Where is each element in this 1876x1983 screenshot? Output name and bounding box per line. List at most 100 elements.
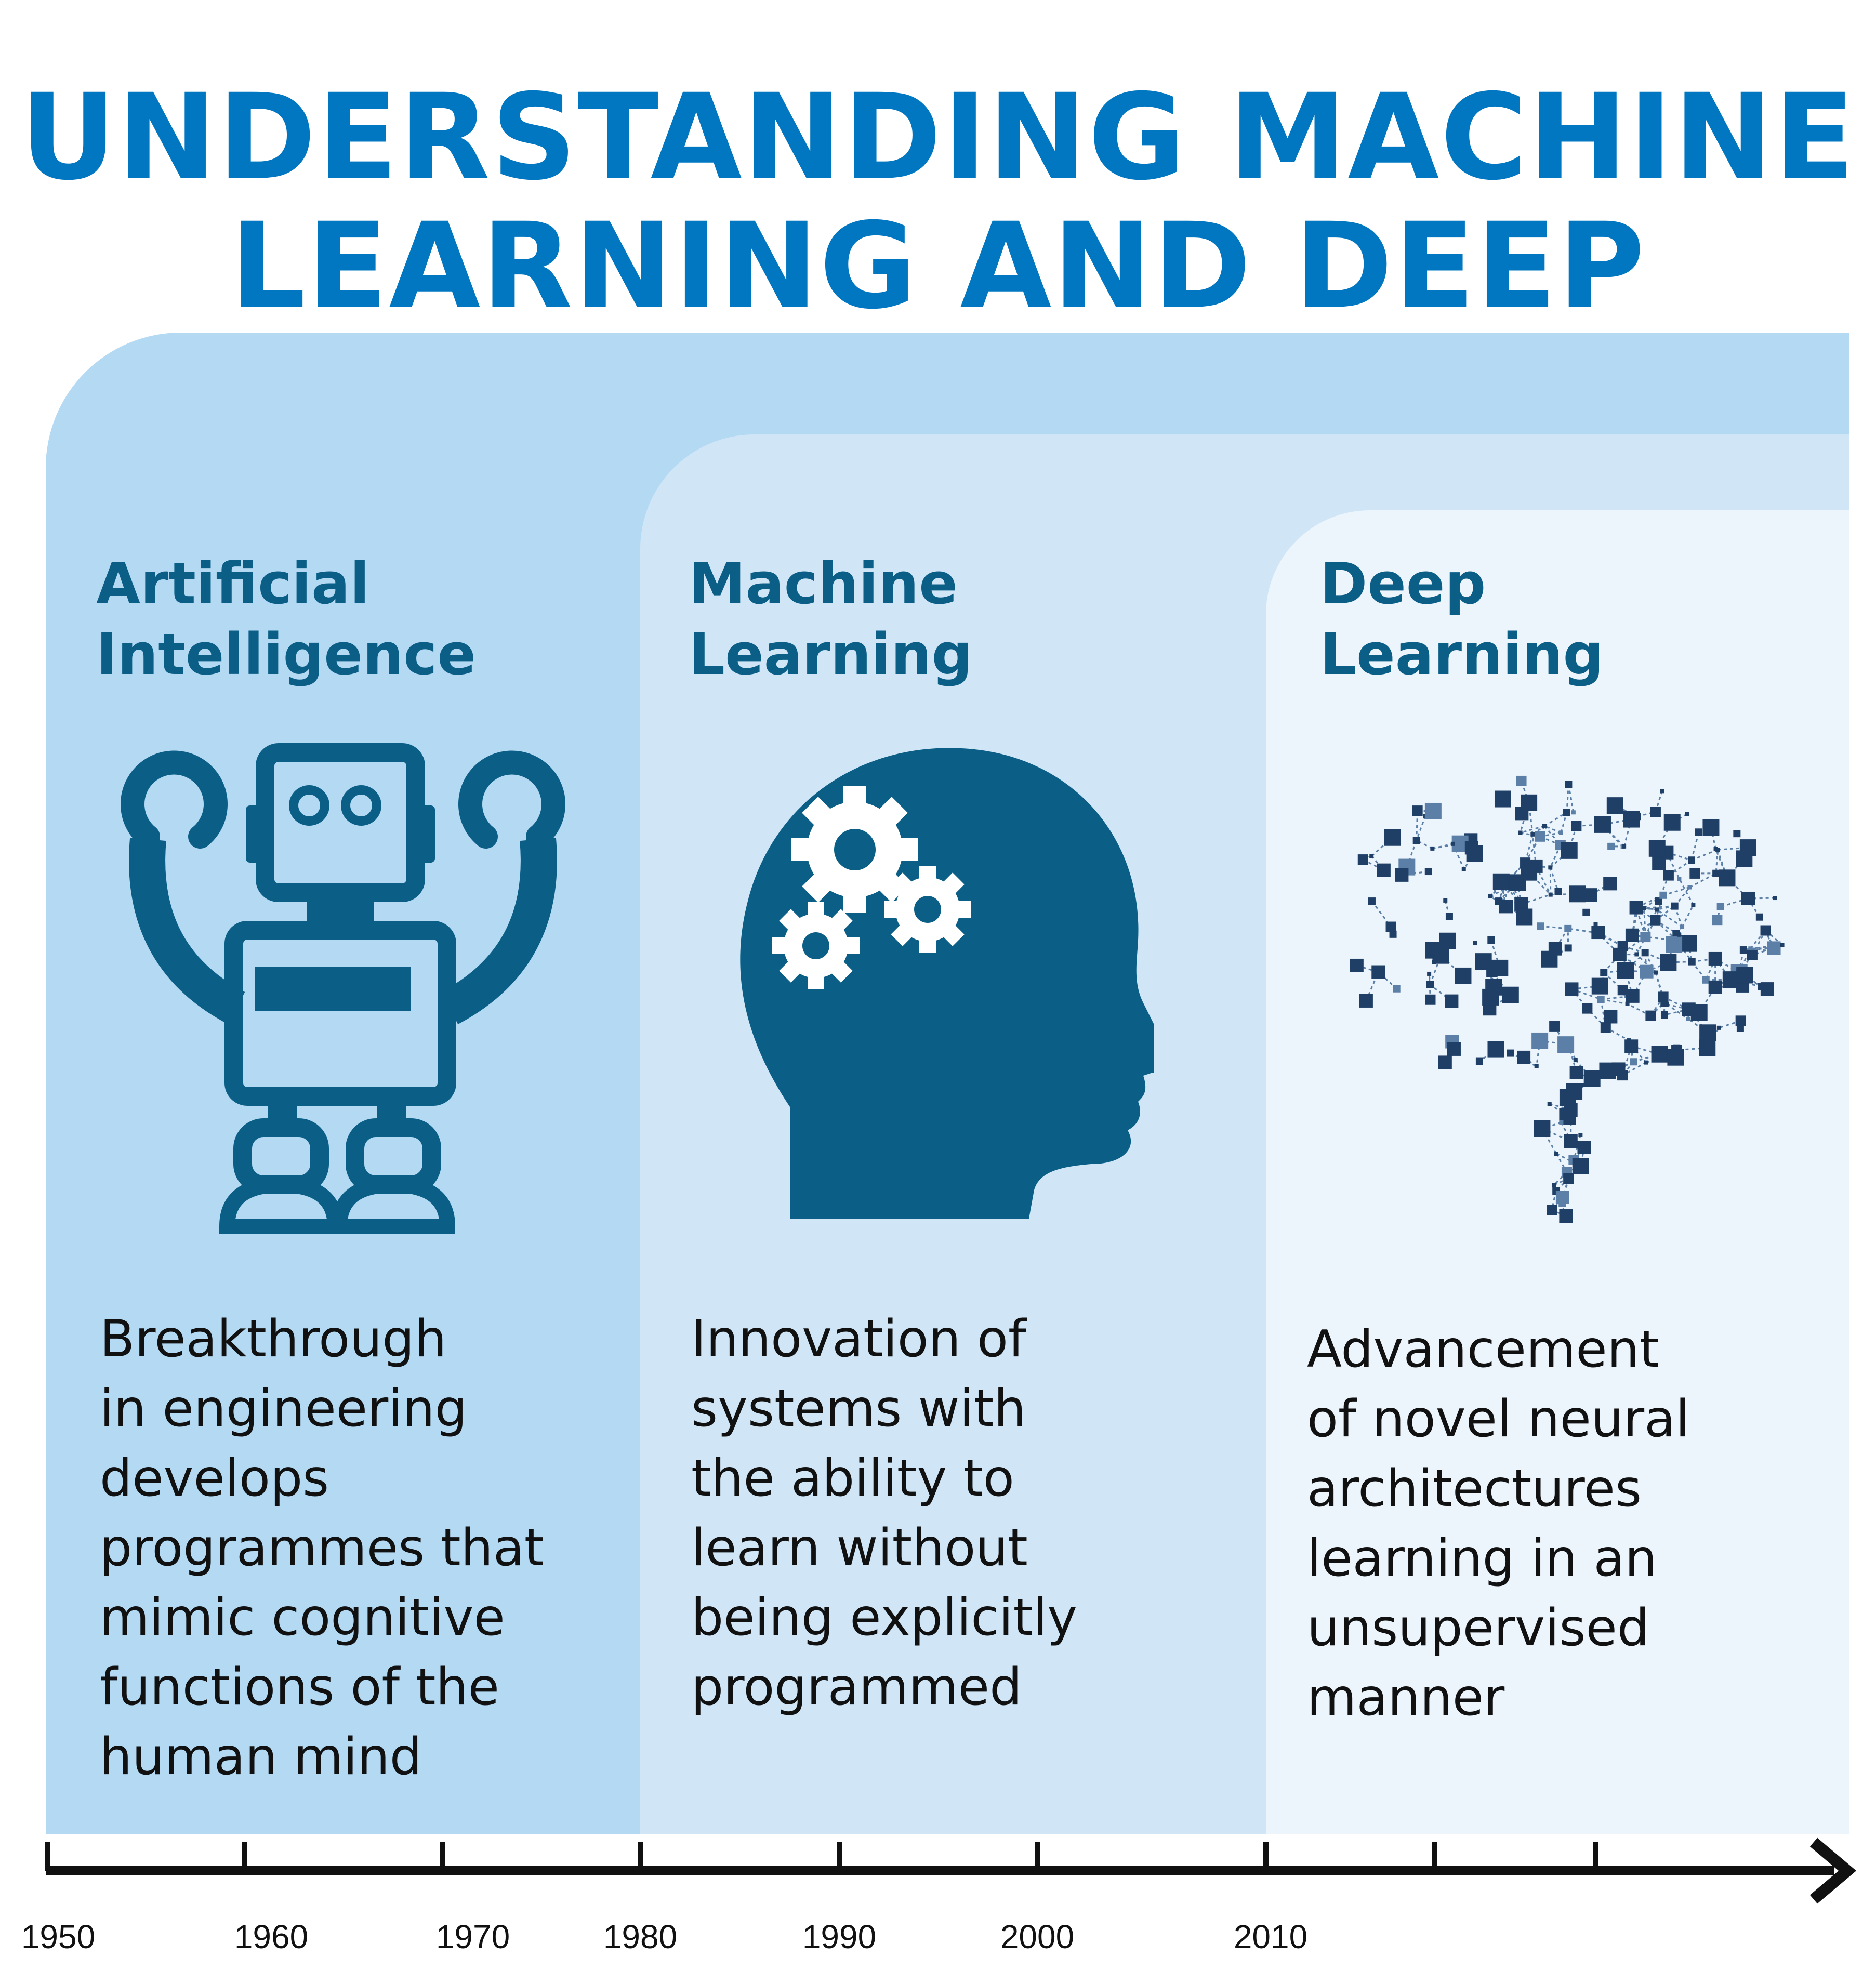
brain-connection	[1625, 952, 1646, 971]
brain-node	[1667, 1049, 1684, 1066]
brain-node	[1627, 1038, 1631, 1043]
ai-description-line: human mind	[100, 1727, 422, 1787]
brain-node	[1487, 1041, 1504, 1058]
brain-connection	[1658, 875, 1670, 902]
ml-description-line: programmed	[691, 1658, 1022, 1717]
brain-node	[1736, 967, 1753, 984]
brain-node	[1564, 944, 1572, 952]
neural-brain-icon	[1350, 775, 1785, 1223]
brain-connection	[1416, 811, 1419, 841]
brain-node	[1644, 1060, 1648, 1065]
brain-connection	[1540, 925, 1568, 930]
brain-node	[1659, 891, 1667, 899]
brain-connection	[1666, 1003, 1689, 1020]
brain-node	[1677, 877, 1682, 881]
brain-node	[1680, 935, 1697, 952]
brain-node	[1719, 869, 1736, 887]
brain-connection	[1726, 877, 1749, 900]
brain-node	[1617, 985, 1628, 996]
dl-panel	[1266, 510, 1849, 1834]
brain-node	[1563, 1173, 1574, 1184]
brain-node	[1617, 962, 1634, 979]
brain-connection	[1668, 860, 1692, 876]
brain-connection	[1536, 1040, 1541, 1067]
brain-node	[1654, 907, 1659, 912]
brain-connection	[1751, 930, 1766, 956]
brain-connection	[1627, 1003, 1652, 1016]
brain-node	[1671, 902, 1679, 910]
timeline-label-1980: 1980	[603, 1918, 678, 1955]
brain-node	[1663, 814, 1681, 831]
brain-connection	[1521, 894, 1551, 905]
brain-connection	[1706, 1027, 1720, 1049]
brain-connection	[1452, 843, 1465, 869]
brain-connection	[1632, 919, 1656, 936]
dl-description: Advancement of novel neural architecture…	[1307, 1315, 1689, 1733]
brain-node	[1430, 947, 1435, 952]
brain-node	[1733, 830, 1741, 838]
brain-node	[1712, 869, 1720, 877]
brain-connection	[1631, 908, 1639, 936]
brain-connection	[1406, 840, 1418, 868]
brain-node	[1578, 1133, 1583, 1137]
brain-node	[1424, 802, 1442, 819]
brain-node	[1517, 1050, 1531, 1064]
brain-node	[1736, 850, 1753, 867]
brain-node	[1368, 897, 1376, 905]
ai-description-line: functions of the	[100, 1658, 499, 1717]
brain-node	[1569, 885, 1586, 903]
brain-connection	[1666, 852, 1680, 879]
brain-connection	[1549, 844, 1562, 868]
dl-description-line: Advancement	[1307, 1320, 1660, 1379]
brain-node	[1350, 958, 1364, 972]
ai-description: Breakthrough in engineering develops pro…	[100, 1304, 544, 1792]
brain-node	[1702, 819, 1720, 836]
brain-node	[1389, 930, 1397, 938]
brain-node	[1736, 1024, 1744, 1032]
brain-node	[1583, 1070, 1601, 1087]
brain-connection	[1567, 784, 1575, 813]
brain-connection	[1549, 867, 1559, 892]
brain-node	[1443, 898, 1448, 903]
ai-description-line: develops	[100, 1449, 329, 1508]
brain-connection	[1416, 815, 1426, 841]
brain-node	[1518, 830, 1523, 835]
timeline-label-1970: 1970	[435, 1918, 510, 1955]
brain-node	[1558, 1200, 1566, 1207]
timeline-label-1960: 1960	[234, 1918, 309, 1955]
brain-node	[1412, 805, 1423, 816]
brain-node	[1549, 1021, 1560, 1032]
brain-connection	[1687, 1018, 1709, 1034]
brain-connection	[1681, 905, 1694, 928]
brain-node	[1625, 1001, 1630, 1006]
dl-heading-line-2: Learning	[1320, 621, 1604, 688]
brain-node	[1629, 901, 1643, 915]
dl-description-line: learning in an	[1307, 1529, 1657, 1588]
brain-connection	[1622, 1062, 1647, 1076]
brain-node	[1634, 952, 1639, 957]
brain-node	[1447, 1042, 1461, 1056]
brain-node	[1564, 924, 1572, 932]
ai-description-line: in engineering	[100, 1379, 467, 1438]
brain-connection	[1674, 887, 1690, 907]
brain-node	[1412, 837, 1420, 844]
brain-node	[1445, 913, 1453, 920]
brain-connection	[1655, 919, 1677, 941]
brain-connection	[1738, 948, 1751, 973]
brain-node	[1651, 1046, 1668, 1063]
brain-node	[1450, 841, 1455, 846]
brain-node	[1384, 829, 1401, 846]
brain-node	[1689, 868, 1700, 879]
brain-connection	[1623, 819, 1632, 847]
brain-node	[1780, 943, 1785, 947]
brain-node	[1565, 781, 1573, 788]
brain-connection	[1597, 931, 1623, 947]
brain-node	[1492, 873, 1510, 890]
brain-node	[1509, 874, 1526, 891]
ml-heading-line-1: Machine	[689, 550, 958, 617]
brain-node	[1565, 982, 1579, 996]
brain-node	[1559, 1089, 1576, 1106]
dl-description-line: architectures	[1307, 1459, 1642, 1518]
brain-node	[1755, 913, 1763, 921]
ai-heading-line-1: Artificial	[96, 550, 370, 617]
